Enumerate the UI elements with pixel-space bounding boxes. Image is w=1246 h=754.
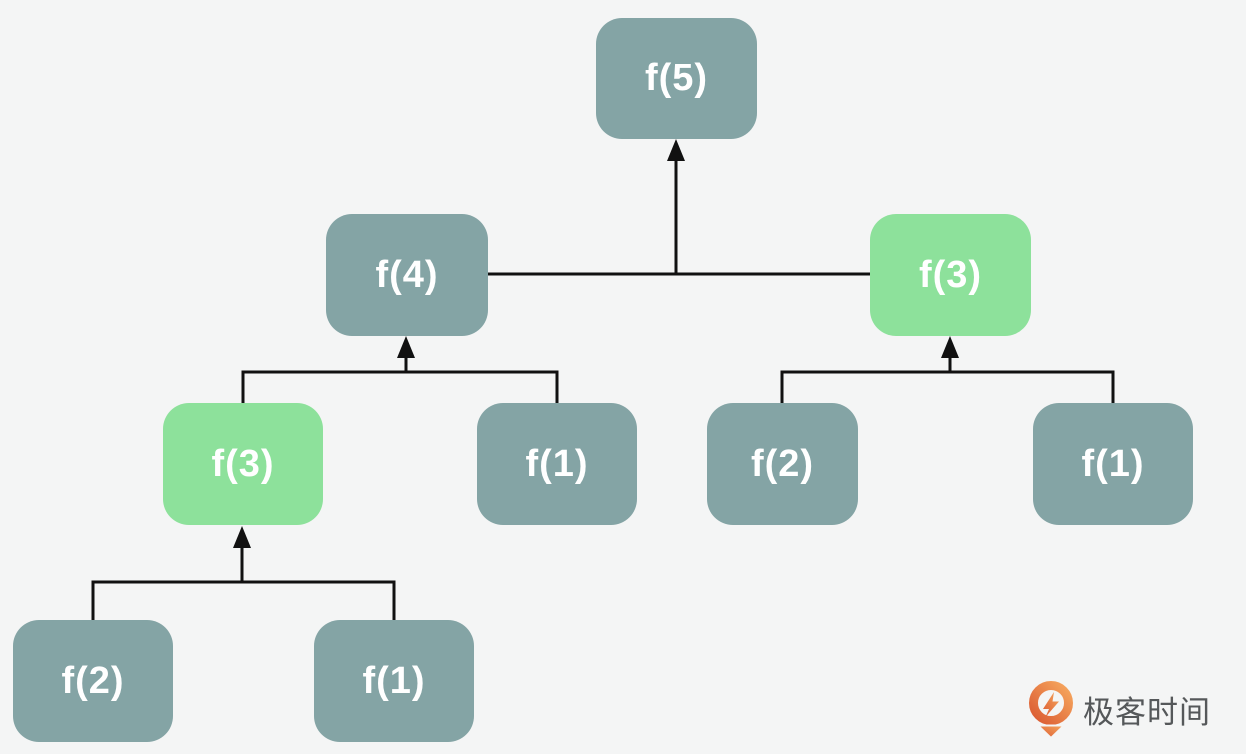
node-label: f(2) — [61, 659, 125, 702]
node-label: f(5) — [644, 57, 709, 99]
node-f2-under-f3-left: f(2) — [13, 620, 173, 742]
node-label: f(4) — [375, 253, 439, 296]
geektime-logo-icon — [1029, 681, 1073, 739]
geektime-logo-text: 极客时间 — [1083, 695, 1211, 730]
node-label: f(3) — [211, 442, 275, 485]
node-label: f(1) — [525, 442, 589, 485]
node-label: f(1) — [1081, 442, 1145, 485]
node-label: f(3) — [918, 253, 983, 296]
node-f3-right: f(3) — [870, 214, 1031, 336]
connector-to-f4 — [241, 336, 559, 404]
node-f3-left: f(3) — [163, 403, 323, 525]
node-label: f(2) — [750, 442, 815, 485]
node-f4: f(4) — [326, 214, 488, 336]
arrow-up-icon — [233, 526, 251, 548]
connector-to-f3-left — [91, 526, 396, 621]
node-f1-under-f4: f(1) — [477, 403, 637, 525]
arrow-up-icon — [667, 139, 685, 161]
node-f2-under-f3-right: f(2) — [707, 403, 858, 525]
node-f1-under-f3-left: f(1) — [314, 620, 474, 742]
arrow-up-icon — [941, 336, 959, 358]
connector-to-f3-right — [780, 336, 1115, 404]
connector-to-f5 — [488, 139, 870, 276]
node-label: f(1) — [362, 659, 426, 702]
node-f1-under-f3-right: f(1) — [1033, 403, 1193, 525]
arrow-up-icon — [397, 336, 415, 358]
node-f5: f(5) — [596, 18, 757, 139]
geektime-logo: 极客时间 — [1028, 680, 1211, 739]
